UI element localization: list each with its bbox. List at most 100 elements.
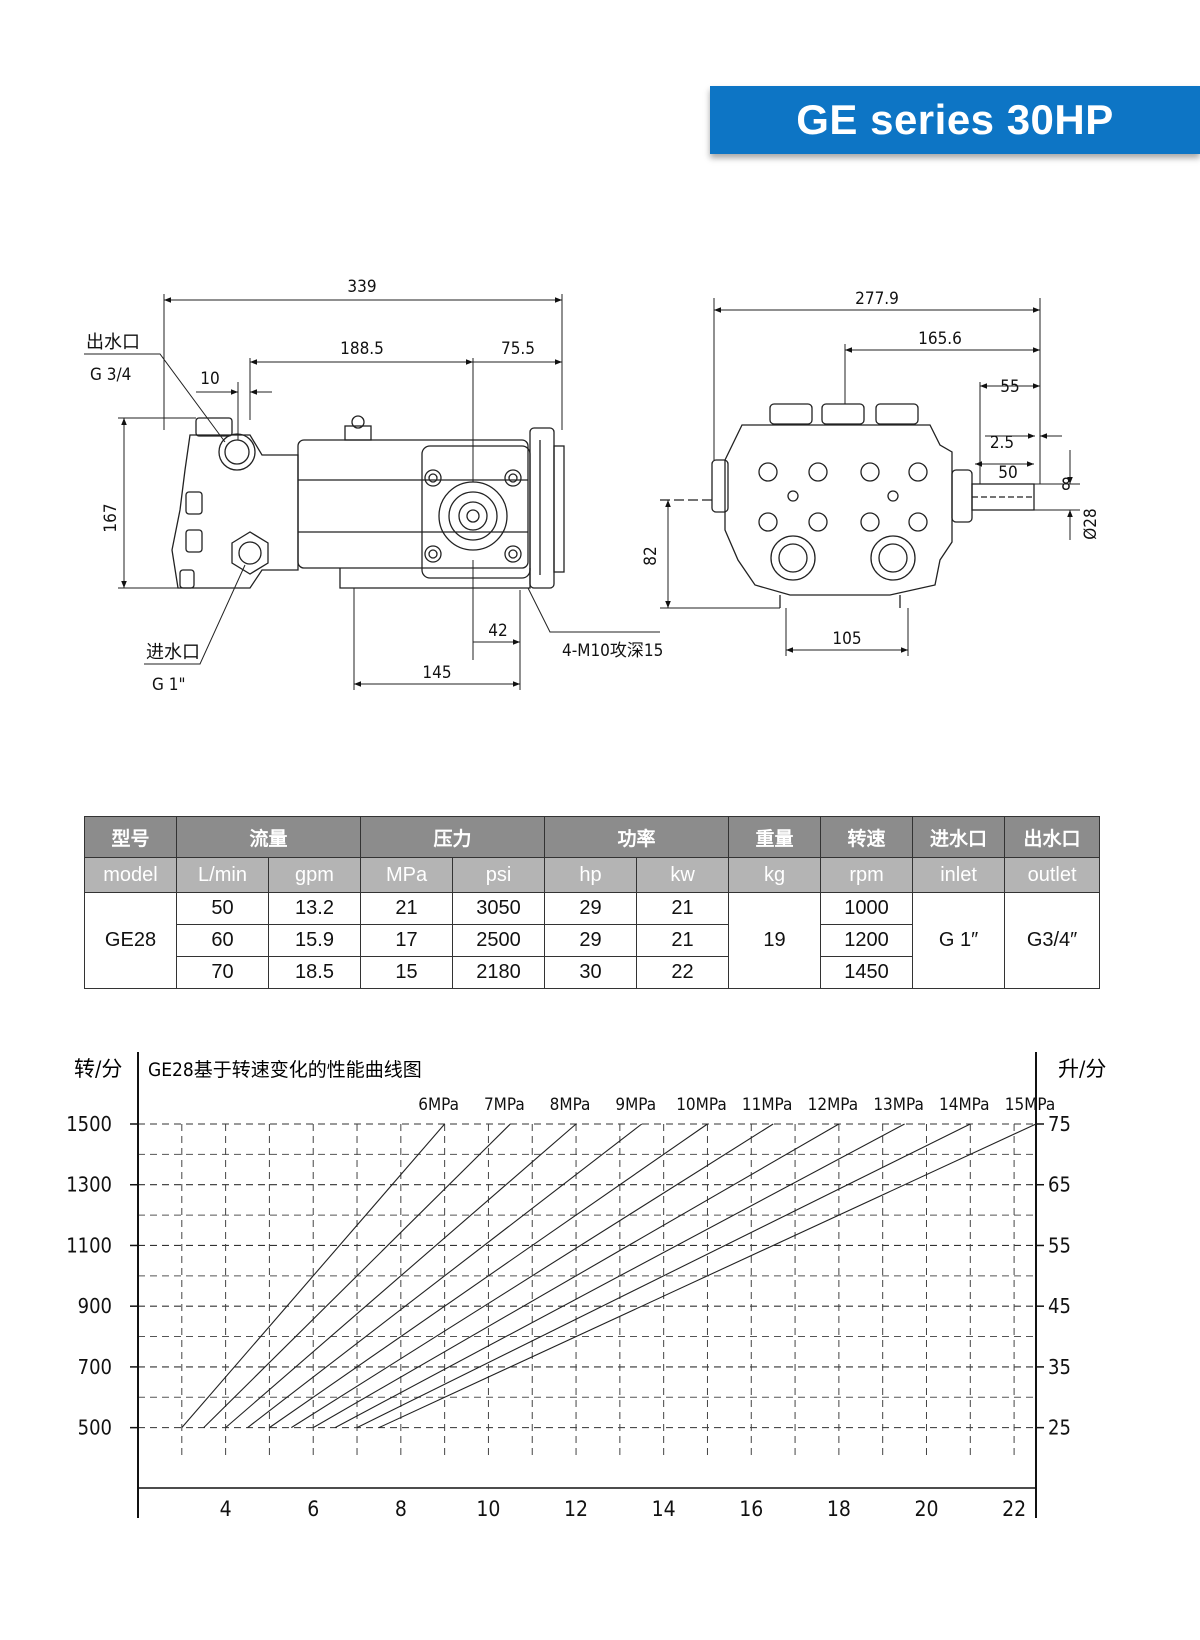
dim-end-shaft-c: 50 (998, 463, 1017, 483)
x-tick-label: 22 (1002, 1497, 1026, 1521)
chart-axes (130, 1052, 1044, 1518)
unit-lmin: L/min (176, 857, 269, 893)
x-tick-label: 4 (220, 1497, 232, 1521)
table-row: 70 18.5 15 2180 30 22 1450 (85, 956, 1100, 989)
series-label: 7MPa (484, 1095, 525, 1115)
cell-rpm: 1200 (820, 924, 914, 957)
series-line (378, 1123, 1037, 1429)
y-tick-label: 500 (78, 1416, 112, 1440)
unit-hp: hp (544, 857, 638, 893)
cell-rpm: 1450 (820, 956, 914, 989)
header-inlet: 进水口 (912, 816, 1006, 858)
dim-end-base: 105 (832, 629, 861, 649)
series-label: 13MPa (873, 1095, 924, 1115)
x-tick-label: 10 (476, 1497, 500, 1521)
dim-side-height: 167 (101, 503, 121, 532)
series-label: 6MPa (418, 1095, 459, 1115)
series-line (312, 1123, 840, 1429)
cell-kw: 21 (636, 924, 730, 957)
series-label: 15MPa (1005, 1095, 1056, 1115)
cell-kw: 21 (636, 892, 730, 925)
dim-side-base-b: 145 (422, 663, 451, 683)
cell-weight: 19 (728, 892, 822, 989)
spec-table: 型号 流量 压力 功率 重量 转速 进水口 出水口 model L/min gp… (84, 816, 1101, 989)
dim-end-a: 165.6 (918, 329, 962, 349)
series-label: 10MPa (676, 1095, 727, 1115)
y-tick-label: 1100 (66, 1233, 112, 1257)
x-tick-label: 16 (739, 1497, 763, 1521)
y-right-tick-label: 25 (1048, 1416, 1071, 1440)
unit-kg: kg (728, 857, 822, 893)
cell-lmin: 70 (176, 956, 269, 989)
series-line (334, 1123, 905, 1429)
cell-hp: 29 (544, 892, 638, 925)
dim-end-dia: Ø28 (1081, 508, 1101, 540)
series-line (269, 1123, 708, 1429)
cell-mpa: 17 (360, 924, 454, 957)
x-tick-label: 8 (395, 1497, 407, 1521)
unit-rpm: rpm (820, 857, 914, 893)
y-tick-label: 700 (78, 1355, 112, 1379)
series-label: 8MPa (550, 1095, 591, 1115)
y-right-tick-label: 35 (1048, 1355, 1071, 1379)
x-tick-label: 14 (652, 1497, 676, 1521)
table-row: 60 15.9 17 2500 29 21 1200 (85, 924, 1100, 957)
cell-gpm: 15.9 (267, 924, 362, 957)
series-line (356, 1123, 971, 1429)
cell-outlet: G3/4″ (1004, 892, 1101, 989)
y-axis-label: 转/分 (74, 1057, 122, 1081)
cell-inlet: G 1″ (912, 892, 1006, 989)
chart-series (181, 1123, 1037, 1429)
dim-end-shaft-b: 2.5 (990, 433, 1014, 453)
technical-drawing: 339 188.5 75.5 10 167 42 145 出水口 G 3/4 进… (84, 277, 1101, 695)
chart-title: GE28基于转速变化的性能曲线图 (148, 1059, 422, 1081)
outlet-spec: G 3/4 (90, 365, 131, 385)
end-view (660, 403, 1035, 608)
x-tick-label: 12 (564, 1497, 588, 1521)
series-line (203, 1123, 511, 1429)
cell-gpm: 13.2 (267, 892, 362, 925)
y-right-tick-label: 65 (1048, 1173, 1071, 1197)
dim-end-overall: 277.9 (855, 289, 899, 309)
series-line (291, 1123, 774, 1429)
dim-side-overall: 339 (347, 277, 376, 297)
inlet-spec: G 1" (152, 675, 185, 695)
series-line (247, 1123, 643, 1429)
y-right-axis-label: 升/分 (1058, 1057, 1106, 1081)
series-line (181, 1123, 446, 1428)
unit-outlet: outlet (1004, 857, 1101, 893)
series-label: 14MPa (939, 1095, 990, 1115)
cell-lmin: 50 (176, 892, 269, 925)
series-label: 12MPa (808, 1095, 859, 1115)
cell-hp: 30 (544, 956, 638, 989)
header-power: 功率 (544, 816, 730, 858)
unit-model: model (84, 857, 177, 893)
unit-kw: kw (636, 857, 730, 893)
cell-lmin: 60 (176, 924, 269, 957)
group-header-row: 型号 流量 压力 功率 重量 转速 进水口 出水口 (84, 816, 1101, 858)
unit-psi: psi (452, 857, 546, 893)
dim-side-offset: 10 (200, 369, 219, 389)
series-label: 9MPa (615, 1095, 656, 1115)
unit-mpa: MPa (360, 857, 454, 893)
unit-inlet: inlet (912, 857, 1006, 893)
cell-psi: 3050 (452, 892, 546, 925)
cell-psi: 2500 (452, 924, 546, 957)
inlet-label: 进水口 (146, 642, 200, 663)
header-speed: 转速 (820, 816, 914, 858)
dim-end-height: 82 (641, 546, 661, 565)
series-banner: GE series 30HP (710, 86, 1200, 154)
chart-grid (138, 1123, 1036, 1458)
header-model: 型号 (84, 816, 177, 858)
bolt-note: 4-M10攻深15 (562, 641, 663, 661)
x-tick-label: 6 (307, 1497, 319, 1521)
unit-header-row: model L/min gpm MPa psi hp kw kg rpm inl… (84, 857, 1101, 893)
cell-rpm: 1000 (820, 892, 914, 925)
y-right-tick-label: 45 (1048, 1294, 1071, 1318)
cell-gpm: 18.5 (267, 956, 362, 989)
dim-end-key: 8 (1061, 475, 1071, 495)
cell-mpa: 21 (360, 892, 454, 925)
dim-side-base-a: 42 (488, 621, 507, 641)
